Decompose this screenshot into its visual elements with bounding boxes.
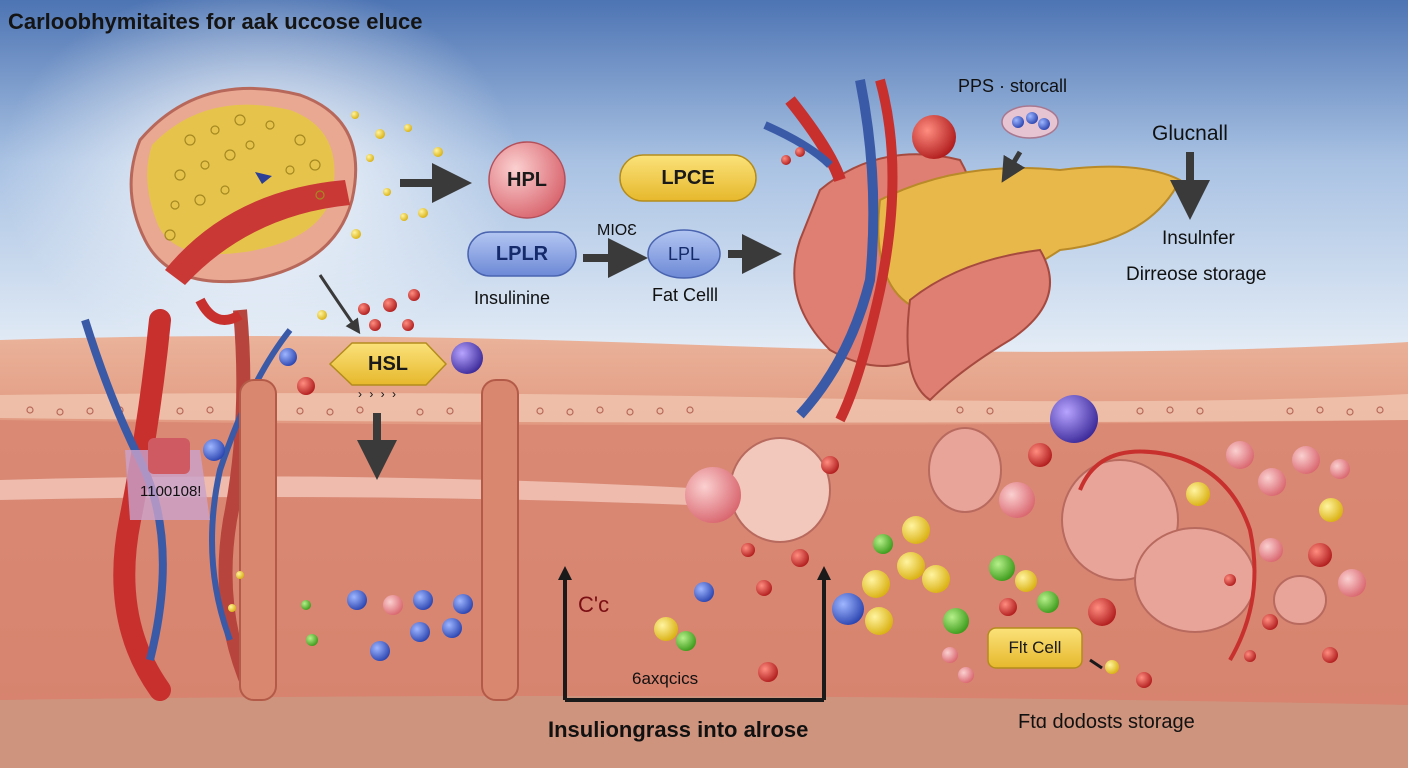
pathway-arrows [318, 150, 1210, 702]
hsl-label: HSL [368, 352, 408, 375]
fiber-column-right [481, 379, 519, 701]
left-vessels [81, 297, 293, 701]
mioe-label: MIOƐ [597, 222, 637, 239]
insuliongrass-label: Insuliongrass into alrose [548, 717, 809, 742]
fat-cell-box [987, 627, 1083, 669]
adipose-organ [129, 86, 358, 285]
cc-label: C'c [578, 592, 610, 617]
hpl-node [488, 141, 566, 219]
lplr-label: LPLR [495, 242, 549, 265]
small-arrows-label: › › › › [358, 387, 398, 401]
hsl-node [328, 342, 448, 386]
lpl-label: LPL [667, 243, 701, 264]
fiber-column-left [239, 379, 277, 701]
lpce-label: LPCE [661, 166, 715, 189]
membrane-dots [26, 406, 1384, 416]
vessel-tag-label: 1100108! [140, 483, 202, 500]
pps-storcall-label: PPS · storcall [958, 76, 1068, 96]
pancreas-organ [763, 78, 1182, 423]
direose-storage-label: Dirreose storage [1126, 264, 1267, 285]
lpce-node [619, 154, 757, 202]
insulinine-label: Insulinine [474, 288, 551, 308]
adipocytes [729, 427, 1327, 662]
lplr-node [467, 231, 577, 277]
pps-cluster [1001, 105, 1059, 139]
fat-cell-box-label: Flt Cell [1008, 638, 1062, 657]
glucnall-label: Glucnall [1152, 122, 1228, 145]
insulnfer-label: Insulnfer [1162, 228, 1235, 249]
molecules [203, 111, 1366, 688]
fat-celll-label: Fat Celll [652, 285, 719, 305]
diagram-title: Carloobhymitaites for aak uccose eluce [8, 9, 423, 34]
lpl-node [647, 229, 721, 279]
tissue-bottom [0, 696, 1408, 768]
baxqcics-label: 6axqcics [632, 669, 699, 688]
fat-dodosts-label: Ftɑ dodosts storage [1018, 711, 1195, 733]
hpl-label: HPL [507, 168, 547, 191]
